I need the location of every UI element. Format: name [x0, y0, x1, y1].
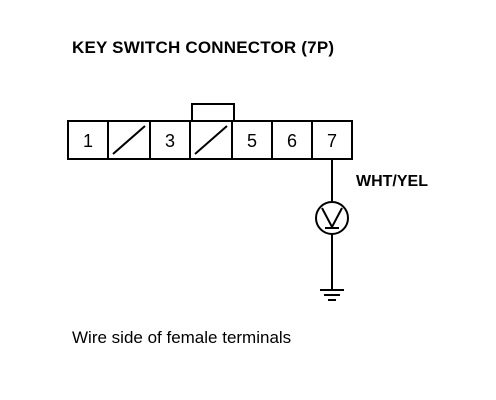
diagram-caption: Wire side of female terminals: [72, 328, 292, 347]
wire-color-label: WHT/YEL: [356, 173, 428, 190]
pin-7-label: 7: [327, 131, 337, 151]
pin-3-label: 3: [165, 131, 175, 151]
pin-6-label: 6: [287, 131, 297, 151]
cavity-dividers: [107, 121, 313, 159]
empty-cavity-4-slash: [194, 125, 228, 155]
voltmeter-icon: [315, 201, 349, 235]
pin-1-label: 1: [83, 131, 93, 151]
ground-icon: [320, 289, 344, 301]
connector-lock-tab: [191, 103, 235, 122]
diagram-title: KEY SWITCH CONNECTOR (7P): [72, 38, 335, 57]
pin-5-label: 5: [247, 131, 257, 151]
empty-cavity-2-slash: [112, 125, 146, 155]
